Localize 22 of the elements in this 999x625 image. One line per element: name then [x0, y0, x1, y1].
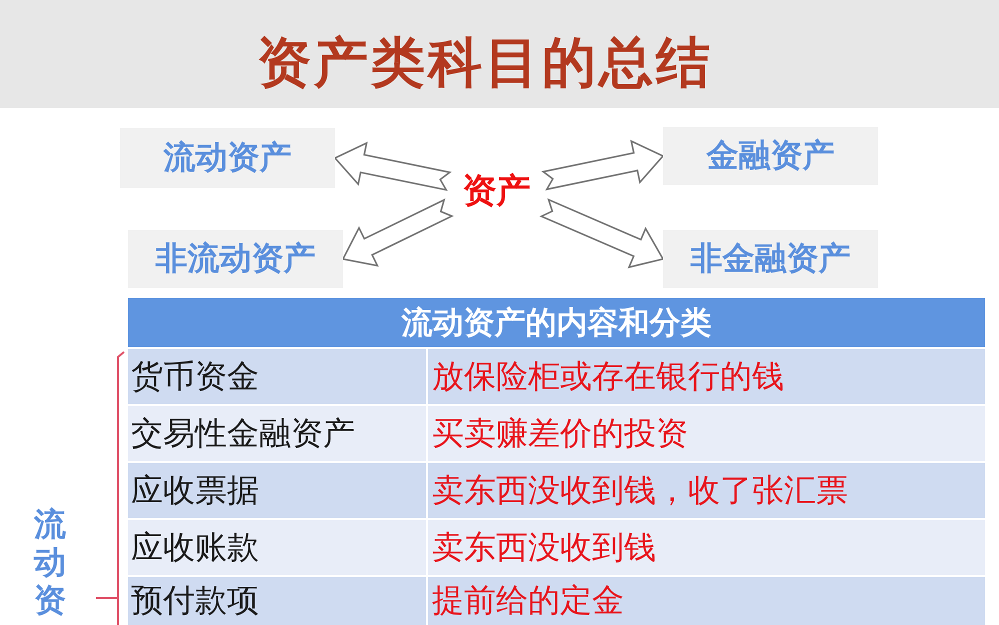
table-cell: 货币资金: [128, 349, 426, 404]
title: 资产类科目的总结: [257, 30, 713, 96]
table-cell: 应收账款: [128, 520, 426, 575]
hollow-arrow: [541, 140, 664, 190]
center-label: 资产: [448, 168, 545, 214]
category-box: 非金融资产: [663, 230, 878, 288]
table-cell: 交易性金融资产: [128, 406, 426, 461]
table-cell: 预付款项: [128, 577, 426, 625]
table-cell: 卖东西没收到钱，收了张汇票: [428, 463, 985, 518]
hollow-arrow: [342, 198, 454, 267]
table-cell: 提前给的定金: [428, 577, 985, 625]
side-label: 流动资: [34, 505, 67, 619]
category-box: 非流动资产: [128, 230, 343, 288]
table-cell: 放保险柜或存在银行的钱: [428, 349, 985, 404]
category-box: 金融资产: [663, 127, 878, 185]
table-cell: 应收票据: [128, 463, 426, 518]
table-cell: 买卖赚差价的投资: [428, 406, 985, 461]
table-header: 流动资产的内容和分类: [128, 298, 985, 347]
category-box: 流动资产: [120, 128, 335, 188]
hollow-arrow: [539, 198, 664, 268]
hollow-arrow: [334, 142, 452, 192]
table-cell: 卖东西没收到钱: [428, 520, 985, 575]
